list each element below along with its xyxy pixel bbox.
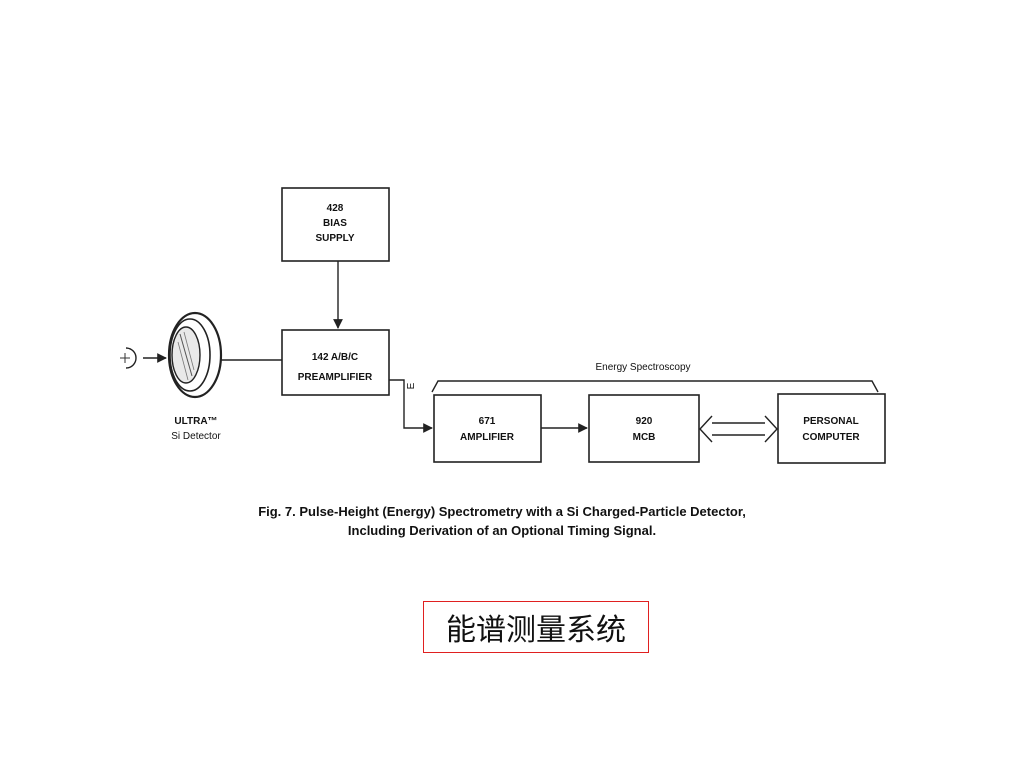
preamplifier-label: PREAMPLIFIER: [298, 372, 373, 383]
mcb-computer-bidirectional-arrow: [699, 415, 778, 443]
energy-spectroscopy-label: Energy Spectroscopy: [595, 362, 690, 373]
figure-caption-line1: Fig. 7. Pulse-Height (Energy) Spectromet…: [258, 504, 746, 519]
preamplifier-block: 142 A/B/C PREAMPLIFIER: [281, 329, 390, 396]
subtitle-text: 能谱测量系统: [446, 613, 626, 648]
si-detector-icon: [167, 311, 223, 399]
particle-source-icon: [120, 347, 137, 369]
energy-spectroscopy-bracket: [431, 380, 879, 393]
preamp-output-label: E: [406, 382, 417, 389]
mcb-model: 920: [636, 416, 653, 427]
figure-caption-line2: Including Derivation of an Optional Timi…: [348, 523, 656, 538]
subtitle-box: 能谱测量系统: [423, 601, 649, 653]
computer-label-line2: COMPUTER: [802, 432, 860, 443]
bias-supply-label: BIAS: [323, 218, 347, 229]
preamplifier-model: 142 A/B/C: [312, 352, 358, 363]
amplifier-model: 671: [479, 416, 496, 427]
computer-label-line1: PERSONAL: [803, 416, 859, 427]
preamp-to-amplifier-wire: [389, 379, 433, 433]
detector-label-line2: Si Detector: [171, 431, 221, 442]
mcb-label: MCB: [633, 432, 656, 443]
bias-supply-model: 428: [327, 203, 344, 214]
detector-label-line1: ULTRA™: [174, 416, 217, 427]
bias-supply-block: 428 BIAS SUPPLY: [281, 187, 390, 262]
personal-computer-block: PERSONAL COMPUTER: [777, 393, 886, 464]
amplifier-block: 671 AMPLIFIER: [433, 394, 542, 463]
amplifier-label: AMPLIFIER: [460, 432, 515, 443]
bias-supply-label2: SUPPLY: [315, 233, 354, 244]
mcb-block: 920 MCB: [588, 394, 700, 463]
